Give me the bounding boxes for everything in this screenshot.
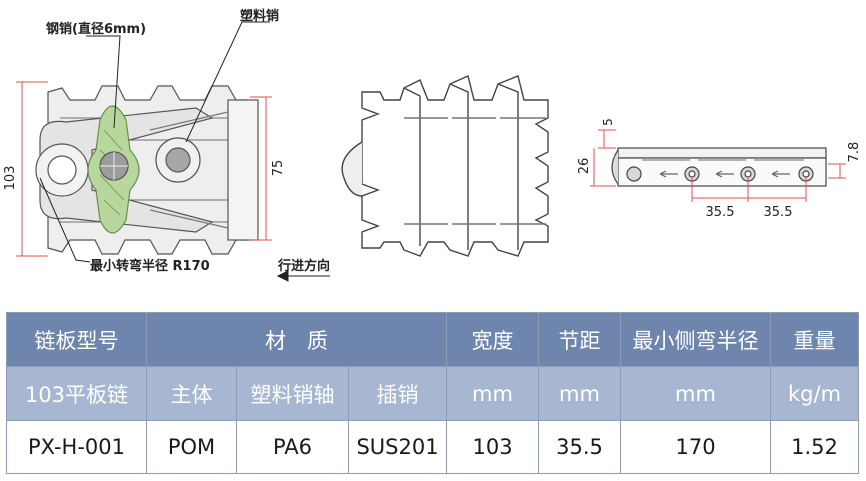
- subheader-main-body: 主体: [146, 366, 237, 421]
- direction-label: 行进方向: [277, 258, 330, 274]
- cell-plastic-pin-shaft: PA6: [236, 420, 349, 474]
- cell-radius: 170: [620, 420, 772, 474]
- side-dimension-7-8: 7.8: [847, 142, 862, 163]
- cell-model: PX-H-001: [6, 420, 147, 474]
- side-view-dimensions: [590, 129, 846, 202]
- subheader-model: 103平板链: [6, 366, 147, 421]
- spec-table: 链板型号 材 质 宽度 节距 最小侧弯半径 重量 103平板链 主体 塑料销轴 …: [6, 312, 860, 474]
- header-material: 材 质: [145, 312, 448, 367]
- table-header-row: 链板型号 材 质 宽度 节距 最小侧弯半径 重量: [6, 312, 860, 367]
- top-view-dimensions: [16, 81, 272, 257]
- subheader-insert-pin: 插销: [347, 366, 448, 421]
- side-dimension-5: 5: [601, 118, 615, 126]
- subheader-plastic-pin-shaft: 塑料销轴: [236, 366, 349, 421]
- chain-technical-drawing: 钢销(直径6mm) 塑料销 103 75 最小转弯半径 R170 行进方向: [3, 8, 862, 282]
- side-dimension-26: 26: [577, 158, 592, 175]
- height-dimension-label: 103: [3, 166, 18, 191]
- header-pitch: 节距: [538, 312, 622, 367]
- header-width: 宽度: [446, 312, 540, 367]
- pitch-dimension-2: 35.5: [764, 205, 793, 220]
- header-model: 链板型号: [6, 312, 147, 367]
- header-weight: 重量: [770, 312, 860, 367]
- cell-width: 103: [446, 420, 540, 474]
- cell-pitch: 35.5: [538, 420, 622, 474]
- pitch-dimension-1: 35.5: [706, 205, 735, 220]
- header-min-side-radius: 最小侧弯半径: [620, 312, 772, 367]
- width-75-dimension-label: 75: [271, 160, 286, 177]
- outline-view-figure: [341, 75, 549, 257]
- subheader-radius-unit: mm: [620, 366, 772, 421]
- side-view-figure: [611, 147, 827, 187]
- cell-main-body: POM: [146, 420, 237, 474]
- cell-insert-pin: SUS201: [347, 420, 448, 474]
- plastic-pin-label: 塑料销: [240, 8, 279, 24]
- subheader-weight-unit: kg/m: [770, 366, 860, 421]
- table-row: PX-H-001 POM PA6 SUS201 103 35.5 170 1.5…: [6, 420, 860, 474]
- top-view-leaders: [39, 21, 330, 282]
- subheader-pitch-unit: mm: [538, 366, 622, 421]
- top-view-figure: [35, 85, 259, 255]
- steel-pin-label: 钢销(直径6mm): [46, 21, 146, 37]
- table-subheader-row: 103平板链 主体 塑料销轴 插销 mm mm mm kg/m: [6, 366, 860, 421]
- cell-weight: 1.52: [770, 420, 860, 474]
- subheader-width-unit: mm: [446, 366, 540, 421]
- min-radius-label: 最小转弯半径 R170: [90, 258, 210, 274]
